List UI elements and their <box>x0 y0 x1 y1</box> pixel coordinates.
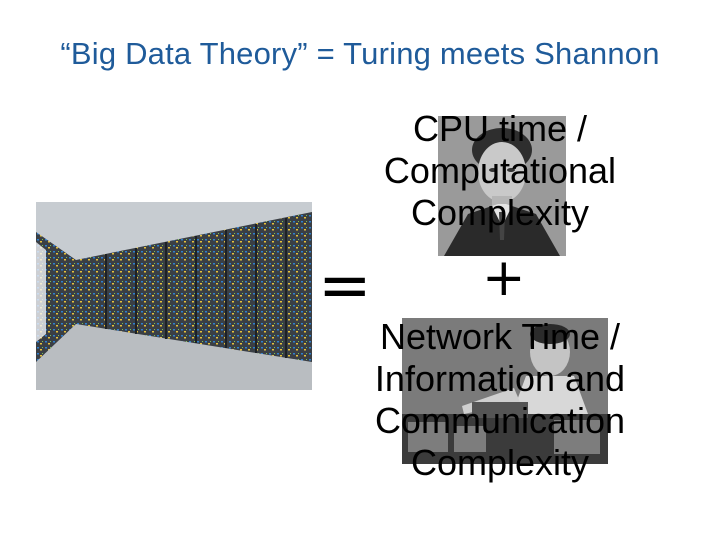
slide-title: “Big Data Theory” = Turing meets Shannon <box>60 36 660 71</box>
network-label-line: Complexity <box>410 442 590 483</box>
shannon-portrait <box>402 318 608 464</box>
network-complexity-label: Network Time / Information and Communica… <box>340 316 660 484</box>
cpu-label-line: Computational <box>383 150 617 191</box>
server-room-image <box>36 202 312 390</box>
cpu-complexity-label: CPU time / Computational Complexity <box>340 108 660 234</box>
cpu-label-line: CPU time / <box>412 108 588 149</box>
turing-portrait <box>438 116 566 256</box>
server-room-photo <box>36 202 312 390</box>
plus-sign: + <box>482 248 526 308</box>
cpu-label-line: Complexity <box>410 192 590 233</box>
network-label-line: Network Time / <box>379 316 621 357</box>
network-label-line: Information and <box>374 358 626 399</box>
equals-sign: = <box>318 249 372 323</box>
turing-image <box>438 116 566 256</box>
network-label-line: Communication <box>374 400 626 441</box>
shannon-image <box>402 318 608 464</box>
